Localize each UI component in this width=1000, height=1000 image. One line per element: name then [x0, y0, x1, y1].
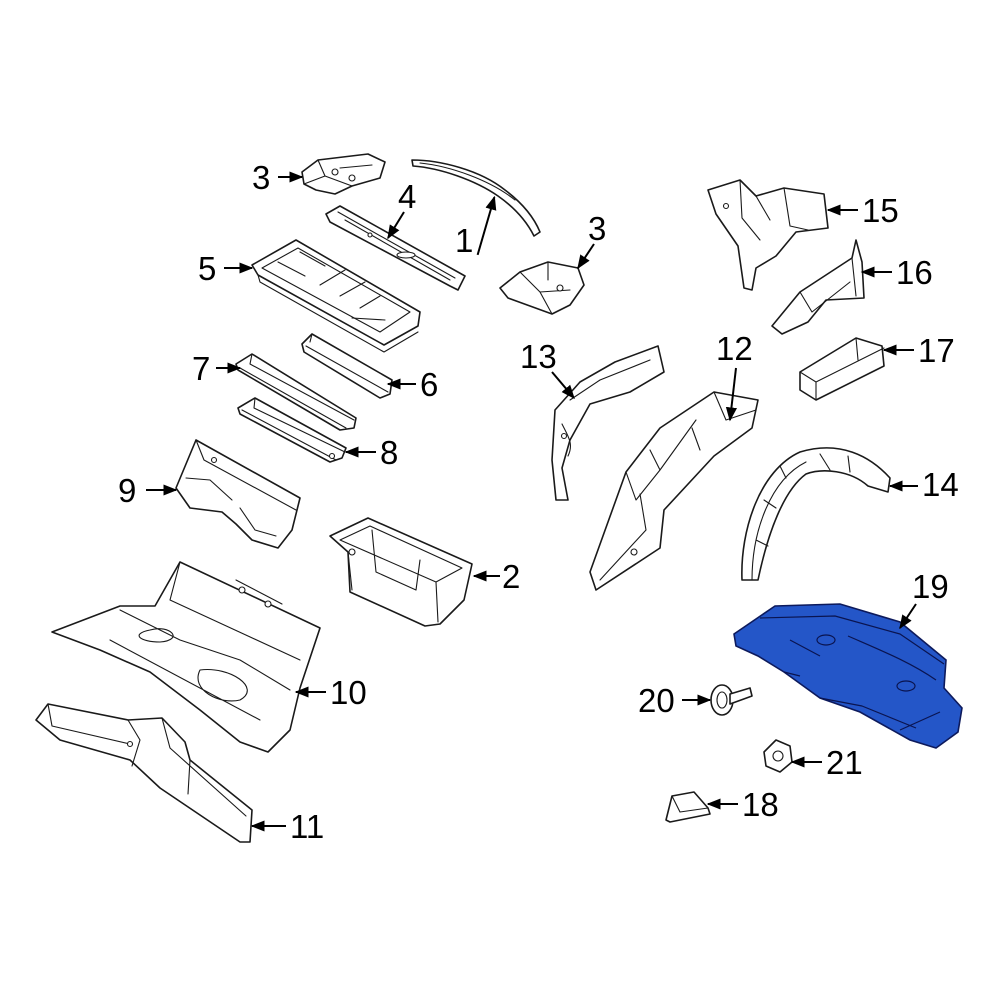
part-11-crossmember[interactable]: [35, 703, 253, 843]
leader-13: [551, 371, 575, 400]
callout-12: 12: [716, 330, 753, 367]
callout-20: 20: [638, 682, 675, 719]
part-3-bracket-left[interactable]: [301, 153, 386, 195]
leader-3b: [577, 243, 595, 270]
part-10-floor-pan[interactable]: [51, 561, 321, 753]
callout-7: 7: [192, 350, 210, 387]
callout-14: 14: [922, 466, 959, 503]
part-20-push-pin[interactable]: [710, 684, 753, 716]
callout-21: 21: [826, 744, 863, 781]
callout-19: 19: [912, 568, 949, 605]
callout-13: 13: [520, 338, 557, 375]
part-5-tray[interactable]: [251, 239, 421, 353]
part-13-inner-panel[interactable]: [551, 345, 665, 501]
callout-1: 1: [455, 222, 473, 259]
part-18-small-bracket[interactable]: [665, 791, 711, 823]
callout-18: 18: [742, 786, 779, 823]
part-14-wheelhouse[interactable]: [741, 447, 891, 581]
part-8-channel[interactable]: [237, 397, 347, 463]
callout-10: 10: [330, 674, 367, 711]
callout-6: 6: [420, 366, 438, 403]
callout-15: 15: [862, 192, 899, 229]
callout-8: 8: [380, 434, 398, 471]
leader-4: [387, 211, 405, 240]
callout-4: 4: [398, 178, 416, 215]
part-19-rear-panel[interactable]: [733, 603, 963, 749]
leader-12: [725, 367, 738, 422]
callout-3b: 3: [588, 210, 606, 247]
leader-1: [476, 195, 497, 256]
part-15-upper-bracket[interactable]: [707, 179, 829, 291]
callout-16: 16: [896, 254, 933, 291]
callout-5: 5: [198, 250, 216, 287]
part-9-floor-section[interactable]: [175, 439, 301, 549]
part-12-rear-rail[interactable]: [589, 391, 759, 591]
part-4-strip[interactable]: [325, 205, 466, 291]
leader-19: [899, 603, 917, 630]
part-2-tire-well[interactable]: [329, 517, 473, 627]
callout-17: 17: [918, 332, 955, 369]
part-17-extension[interactable]: [799, 337, 885, 401]
callout-11: 11: [290, 808, 324, 845]
part-6-channel[interactable]: [301, 333, 393, 399]
callout-3a: 3: [252, 159, 270, 196]
callout-9: 9: [118, 472, 136, 509]
part-3-bracket-center[interactable]: [499, 261, 585, 315]
part-16-bracket[interactable]: [771, 239, 865, 335]
part-21-nut[interactable]: [763, 739, 793, 773]
part-1-arched-rail[interactable]: [411, 159, 541, 237]
callout-2: 2: [502, 558, 520, 595]
